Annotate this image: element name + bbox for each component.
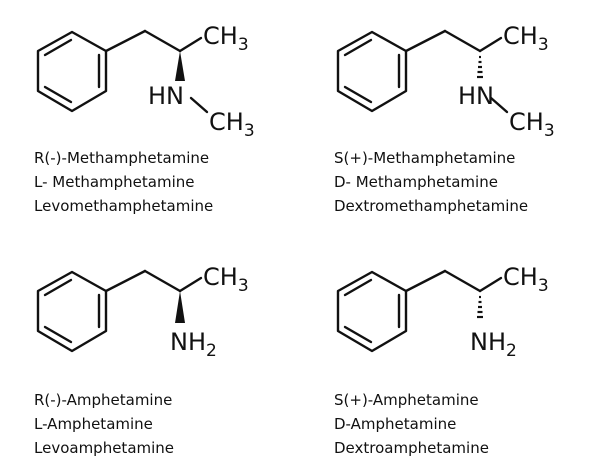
compound-names: R(-)-Amphetamine L-Amphetamine Levoamphe… xyxy=(34,388,174,460)
ch3-bottom-label: CH3 xyxy=(209,108,255,141)
molecule-panel-s-methamphetamine: CH3 HN CH3 S(+)-Methamphetamine D- Metha… xyxy=(300,0,600,238)
structure-s-methamphetamine: CH3 HN CH3 xyxy=(336,22,555,141)
compound-name-inn: Dextromethamphetamine xyxy=(334,197,529,215)
hash-bond xyxy=(477,295,483,319)
molecule-panel-r-methamphetamine: CH3 HN CH3 R(-)-Methamphetamine L- Metha… xyxy=(0,0,300,238)
hn-label: HN xyxy=(148,82,184,110)
benzene-ring xyxy=(36,270,108,353)
wedge-bond xyxy=(175,291,185,323)
carbon-chain xyxy=(404,29,509,114)
structure-s-amphetamine: CH3 NH2 xyxy=(336,263,549,361)
ch3-top-label: CH3 xyxy=(203,22,249,55)
wedge-bond xyxy=(175,51,185,81)
compound-name-alt: D- Methamphetamine xyxy=(334,173,498,191)
compound-names: R(-)-Methamphetamine L- Methamphetamine … xyxy=(34,146,213,218)
ch3-bottom-label: CH3 xyxy=(509,108,555,141)
compound-name-alt: L-Amphetamine xyxy=(34,415,153,433)
structure-r-amphetamine: CH3 NH2 xyxy=(36,263,249,361)
ch3-top-label: CH3 xyxy=(203,263,249,296)
benzene-ring xyxy=(336,270,408,353)
ch3-top-label: CH3 xyxy=(503,263,549,296)
nh2-label: NH2 xyxy=(170,328,217,361)
compound-name-primary: R(-)-Methamphetamine xyxy=(34,149,210,167)
compound-name-inn: Levoamphetamine xyxy=(34,439,175,457)
compound-name-alt: L- Methamphetamine xyxy=(34,173,195,191)
molecule-panel-r-amphetamine: CH3 NH2 R(-)-Amphetamine L-Amphetamine L… xyxy=(0,238,300,476)
ch3-top-label: CH3 xyxy=(503,22,549,55)
compound-name-alt: D-Amphetamine xyxy=(334,415,457,433)
nh2-label: NH2 xyxy=(470,328,517,361)
compound-name-primary: S(+)-Methamphetamine xyxy=(334,149,516,167)
hash-bond xyxy=(477,55,483,79)
compound-name-primary: R(-)-Amphetamine xyxy=(34,391,173,409)
compound-name-primary: S(+)-Amphetamine xyxy=(334,391,479,409)
compound-names: S(+)-Amphetamine D-Amphetamine Dextroamp… xyxy=(334,388,489,460)
compound-names: S(+)-Methamphetamine D- Methamphetamine … xyxy=(334,146,528,218)
compound-name-inn: Dextroamphetamine xyxy=(334,439,489,457)
carbon-chain xyxy=(104,29,209,114)
hn-label: HN xyxy=(458,82,494,110)
carbon-chain xyxy=(104,269,203,293)
molecule-panel-s-amphetamine: CH3 NH2 S(+)-Amphetamine D-Amphetamine D… xyxy=(300,238,600,476)
benzene-ring xyxy=(336,30,408,113)
structure-r-methamphetamine: CH3 HN CH3 xyxy=(36,22,255,141)
benzene-ring xyxy=(36,30,108,113)
carbon-chain xyxy=(404,269,503,293)
compound-name-inn: Levomethamphetamine xyxy=(34,197,214,215)
